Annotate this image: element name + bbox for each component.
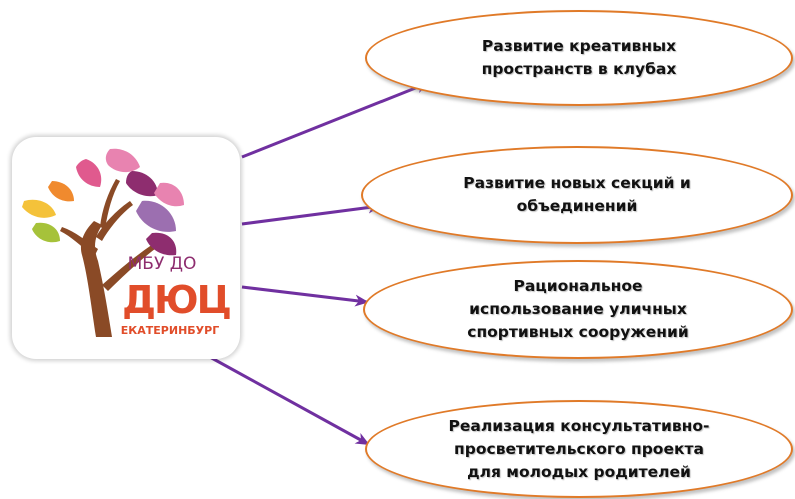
tree-logo-icon: МБУ ДО ДЮЦ ЕКАТЕРИНБУРГ: [22, 148, 232, 337]
logo-line2: ДЮЦ: [122, 278, 230, 322]
logo-card: МБУ ДО ДЮЦ ЕКАТЕРИНБУРГ: [12, 137, 240, 359]
goal-label: Развитие новых секций и объединений: [463, 174, 691, 215]
logo-line3: ЕКАТЕРИНБУРГ: [121, 324, 219, 337]
logo-line1: МБУ ДО: [128, 254, 197, 274]
goal-ellipse-parents-project: Реализация консультативно- просветительс…: [365, 400, 793, 498]
arrow-to-goal-1: [241, 81, 430, 159]
goal-ellipse-sports-facilities: Рациональное использование уличных спорт…: [363, 260, 793, 359]
goal-ellipse-new-sections: Развитие новых секций и объединений: [361, 146, 793, 244]
arrow-to-goal-4: [207, 354, 370, 446]
goal-label: Реализация консультативно- просветительс…: [448, 416, 710, 481]
goal-label: Развитие креативных пространств в клубах: [481, 37, 677, 78]
goal-ellipse-creative-spaces: Развитие креативных пространств в клубах: [365, 10, 793, 106]
goal-label: Рациональное использование уличных спорт…: [467, 277, 689, 341]
arrow-to-goal-3: [241, 285, 369, 307]
arrow-to-goal-2: [241, 201, 382, 226]
